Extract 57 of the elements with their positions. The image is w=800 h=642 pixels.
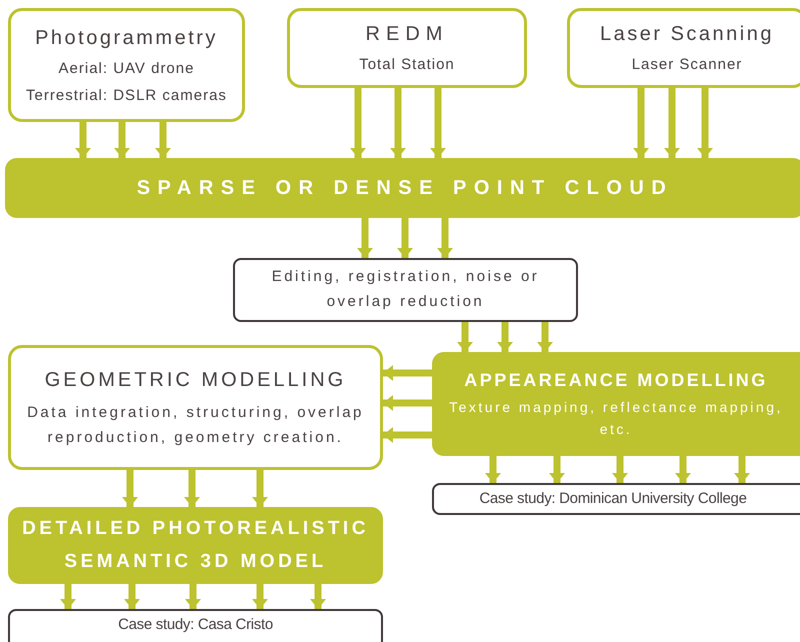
arrow xyxy=(383,365,432,381)
arrow xyxy=(437,218,453,258)
arrow xyxy=(122,470,138,507)
arrow xyxy=(697,88,713,158)
box-text: DETAILED PHOTOREALISTIC SEMANTIC 3D MODEL xyxy=(21,517,370,574)
rounded-box xyxy=(567,8,800,88)
box-text: SPARSE OR DENSE POINT CLOUD xyxy=(136,176,674,201)
arrow xyxy=(383,395,432,411)
arrow xyxy=(549,456,565,483)
arrow xyxy=(612,456,628,483)
arrow xyxy=(430,88,446,158)
arrow xyxy=(397,218,413,258)
box-heading: APPEAREANCE MODELLING xyxy=(464,369,768,392)
arrow xyxy=(357,218,373,258)
rounded-box xyxy=(8,8,245,122)
rounded-box xyxy=(287,8,527,88)
arrow xyxy=(633,88,649,158)
box-text: Data integration, structuring, overlap reproduction, geometry creation. xyxy=(26,403,365,448)
arrow xyxy=(114,122,130,158)
arrow xyxy=(497,322,513,352)
box-text: Laser Scanner xyxy=(632,55,742,75)
box-heading: Photogrammetry xyxy=(35,26,218,50)
rounded-box xyxy=(432,483,800,515)
box-heading: REDM xyxy=(366,22,448,48)
box-heading: GEOMETRIC MODELLING xyxy=(44,368,346,394)
arrow xyxy=(124,584,140,609)
arrow xyxy=(390,88,406,158)
box-text: Editing, registration, noise or overlap reduction xyxy=(270,267,540,312)
arrow xyxy=(664,88,680,158)
filled-box xyxy=(8,507,383,584)
filled-box xyxy=(432,352,800,456)
arrow xyxy=(252,470,268,507)
rounded-box xyxy=(233,258,578,322)
arrow xyxy=(485,456,501,483)
box-text: Aerial: UAV drone xyxy=(58,58,194,78)
arrow xyxy=(675,456,691,483)
arrow xyxy=(60,584,76,609)
rounded-box xyxy=(8,345,383,470)
box-heading: Laser Scanning xyxy=(600,22,774,48)
arrow xyxy=(383,427,432,443)
arrow xyxy=(185,584,201,609)
rounded-box xyxy=(8,609,383,642)
arrow xyxy=(252,584,268,609)
arrow xyxy=(310,584,326,609)
arrow xyxy=(75,122,91,158)
arrow xyxy=(734,456,750,483)
filled-box xyxy=(5,158,800,218)
arrow xyxy=(457,322,473,352)
box-text: Total Station xyxy=(359,55,455,75)
box-text: Case study: Dominican University College xyxy=(479,489,747,509)
box-text: Case study: Casa Cristo xyxy=(118,615,273,635)
arrow xyxy=(184,470,200,507)
box-text: Terrestrial: DSLR cameras xyxy=(26,86,227,106)
arrow xyxy=(350,88,366,158)
arrow xyxy=(155,122,171,158)
box-text: Texture mapping, reflectance mapping, etc. xyxy=(448,398,784,439)
arrow xyxy=(537,322,553,352)
